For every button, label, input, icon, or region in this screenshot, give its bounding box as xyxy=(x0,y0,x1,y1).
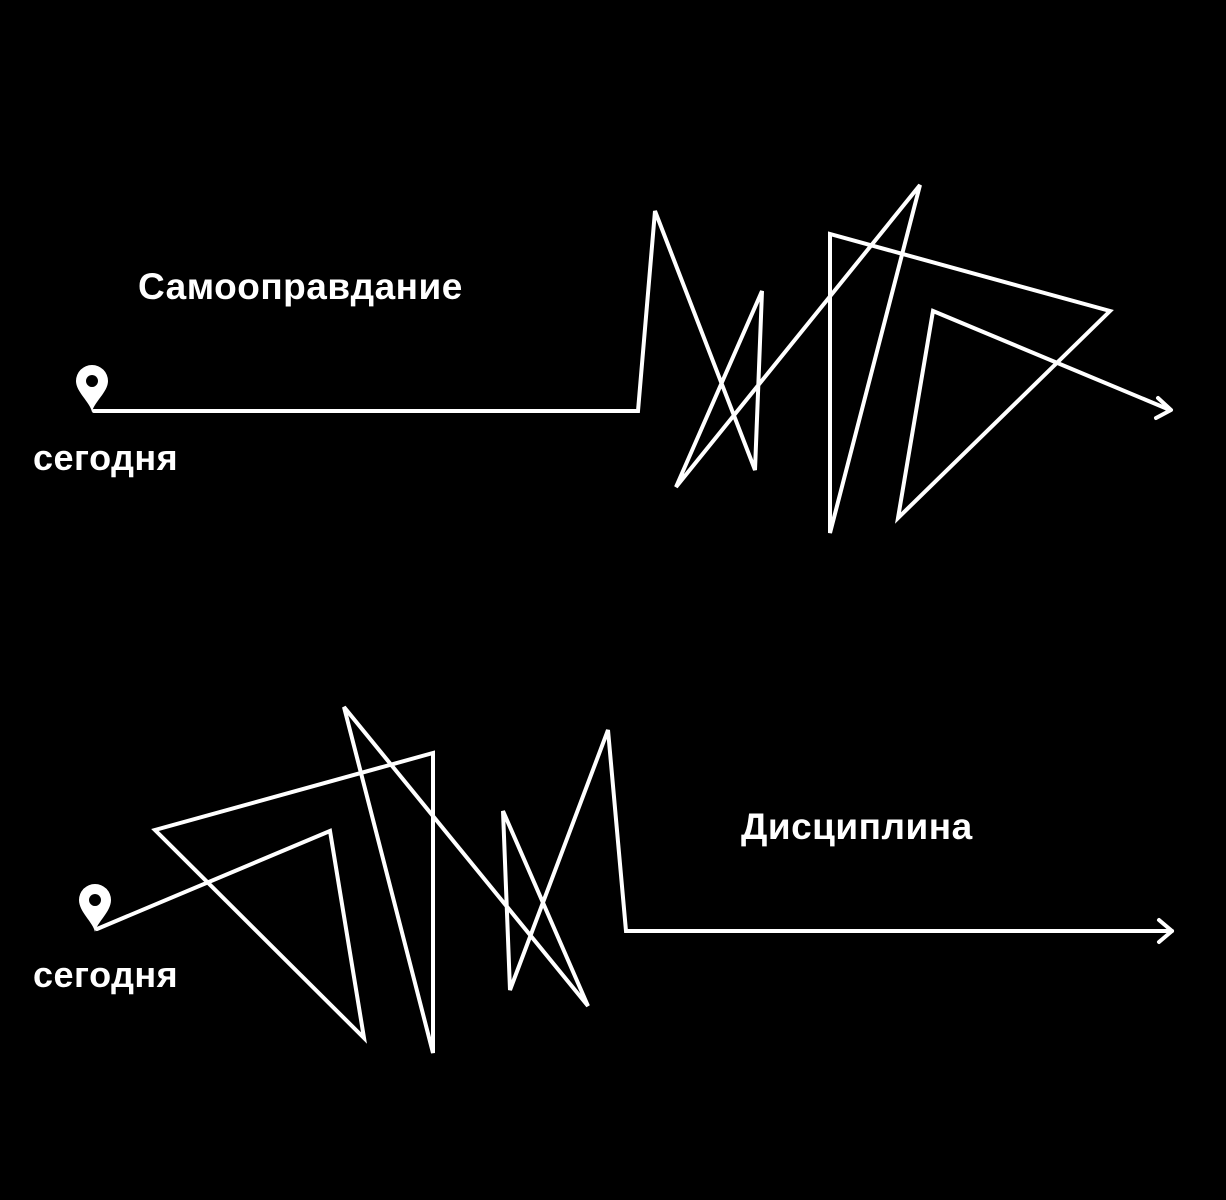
top-path-line xyxy=(92,183,1172,534)
bottom-path-arrow-icon xyxy=(1157,918,1174,944)
bottom-path-pin-icon xyxy=(79,884,111,932)
bottom-path xyxy=(79,705,1174,1054)
top-path-arrow-icon xyxy=(1154,396,1173,420)
bottom-path-line xyxy=(95,705,1174,1054)
top-path-pin-icon xyxy=(76,365,108,412)
bottom-path-start-label: сегодня xyxy=(33,954,179,995)
bottom-path-title: Дисциплина xyxy=(741,806,973,847)
top-path-start-label: сегодня xyxy=(33,437,179,478)
top-path-title: Самооправдание xyxy=(138,266,463,307)
top-path xyxy=(76,183,1173,534)
